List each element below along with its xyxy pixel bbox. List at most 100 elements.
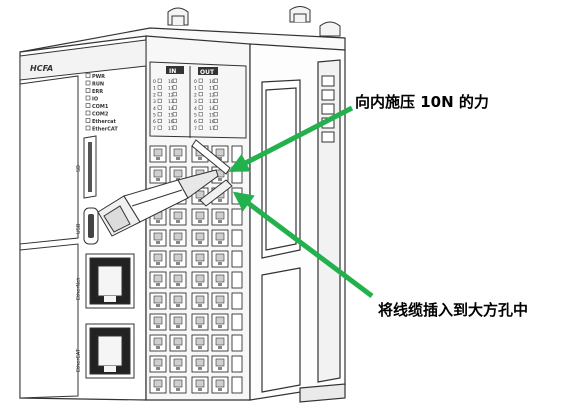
terminal-release-lever[interactable] [156, 157, 160, 160]
terminal-slot[interactable] [231, 292, 243, 310]
terminal-release-lever[interactable] [218, 178, 222, 181]
terminal-release-lever[interactable] [218, 304, 222, 307]
terminal-release-lever[interactable] [218, 325, 222, 328]
brand-plate [19, 39, 147, 81]
terminal-hole[interactable] [153, 358, 163, 367]
terminal-release-lever[interactable] [198, 325, 202, 328]
terminal-hole[interactable] [195, 190, 205, 199]
terminal-release-lever[interactable] [218, 262, 222, 265]
terminal-hole[interactable] [153, 295, 163, 304]
terminal-release-lever[interactable] [156, 346, 160, 349]
top-cover-panel[interactable] [19, 75, 79, 245]
terminal-release-lever[interactable] [176, 325, 180, 328]
terminal-release-lever[interactable] [218, 220, 222, 223]
terminal-hole[interactable] [173, 211, 183, 220]
terminal-hole[interactable] [215, 232, 225, 241]
terminal-hole[interactable] [173, 337, 183, 346]
terminal-release-lever[interactable] [176, 283, 180, 286]
terminal-hole[interactable] [173, 232, 183, 241]
terminal-hole[interactable] [195, 274, 205, 283]
terminal-slot[interactable] [231, 208, 243, 226]
terminal-hole[interactable] [195, 253, 205, 262]
io-channel-label: 12 [168, 92, 174, 98]
terminal-hole[interactable] [195, 358, 205, 367]
terminal-hole[interactable] [153, 316, 163, 325]
terminal-hole[interactable] [195, 316, 205, 325]
terminal-release-lever[interactable] [176, 346, 180, 349]
terminal-release-lever[interactable] [156, 304, 160, 307]
terminal-release-lever[interactable] [218, 367, 222, 370]
terminal-release-lever[interactable] [176, 388, 180, 391]
terminal-hole[interactable] [215, 253, 225, 262]
terminal-hole[interactable] [153, 274, 163, 283]
terminal-hole[interactable] [153, 148, 163, 157]
terminal-release-lever[interactable] [218, 157, 222, 160]
terminal-release-lever[interactable] [218, 346, 222, 349]
terminal-hole[interactable] [215, 274, 225, 283]
terminal-hole[interactable] [173, 379, 183, 388]
terminal-release-lever[interactable] [218, 283, 222, 286]
terminal-hole[interactable] [215, 148, 225, 157]
terminal-hole[interactable] [195, 379, 205, 388]
terminal-release-lever[interactable] [156, 241, 160, 244]
terminal-hole[interactable] [215, 358, 225, 367]
terminal-hole[interactable] [173, 316, 183, 325]
terminal-release-lever[interactable] [218, 241, 222, 244]
terminal-release-lever[interactable] [156, 178, 160, 181]
terminal-hole[interactable] [195, 211, 205, 220]
terminal-hole[interactable] [173, 295, 183, 304]
ethercat-port-2[interactable] [85, 323, 135, 379]
terminal-hole[interactable] [153, 253, 163, 262]
terminal-hole[interactable] [153, 337, 163, 346]
terminal-release-lever[interactable] [176, 262, 180, 265]
terminal-hole[interactable] [173, 148, 183, 157]
terminal-release-lever[interactable] [198, 262, 202, 265]
terminal-release-lever[interactable] [218, 388, 222, 391]
terminal-hole[interactable] [173, 169, 183, 178]
terminal-release-lever[interactable] [156, 367, 160, 370]
terminal-release-lever[interactable] [218, 199, 222, 202]
terminal-hole[interactable] [173, 358, 183, 367]
terminal-slot[interactable] [231, 250, 243, 268]
terminal-release-lever[interactable] [198, 304, 202, 307]
terminal-hole[interactable] [153, 379, 163, 388]
terminal-hole[interactable] [215, 337, 225, 346]
terminal-slot[interactable] [231, 355, 243, 373]
terminal-release-lever[interactable] [156, 283, 160, 286]
terminal-slot[interactable] [231, 271, 243, 289]
terminal-slot[interactable] [231, 334, 243, 352]
terminal-hole[interactable] [173, 253, 183, 262]
terminal-hole[interactable] [195, 337, 205, 346]
terminal-slot[interactable] [231, 313, 243, 331]
terminal-hole[interactable] [153, 232, 163, 241]
terminal-release-lever[interactable] [176, 241, 180, 244]
terminal-hole[interactable] [173, 274, 183, 283]
terminal-slot[interactable] [231, 229, 243, 247]
terminal-release-lever[interactable] [198, 367, 202, 370]
terminal-hole[interactable] [153, 169, 163, 178]
terminal-release-lever[interactable] [198, 346, 202, 349]
terminal-release-lever[interactable] [176, 220, 180, 223]
terminal-hole[interactable] [195, 232, 205, 241]
terminal-hole[interactable] [215, 379, 225, 388]
terminal-slot[interactable] [231, 145, 243, 163]
terminal-release-lever[interactable] [198, 157, 202, 160]
terminal-slot[interactable] [231, 376, 243, 394]
terminal-hole[interactable] [195, 295, 205, 304]
bottom-cover-panel[interactable] [19, 243, 79, 399]
terminal-release-lever[interactable] [176, 304, 180, 307]
terminal-release-lever[interactable] [156, 262, 160, 265]
terminal-release-lever[interactable] [198, 283, 202, 286]
terminal-hole[interactable] [215, 211, 225, 220]
terminal-release-lever[interactable] [156, 388, 160, 391]
terminal-release-lever[interactable] [156, 220, 160, 223]
terminal-hole[interactable] [215, 295, 225, 304]
terminal-release-lever[interactable] [156, 325, 160, 328]
terminal-hole[interactable] [215, 316, 225, 325]
terminal-release-lever[interactable] [176, 157, 180, 160]
ethernet-port-1[interactable] [85, 253, 135, 309]
terminal-release-lever[interactable] [176, 367, 180, 370]
terminal-release-lever[interactable] [198, 241, 202, 244]
terminal-release-lever[interactable] [198, 220, 202, 223]
terminal-release-lever[interactable] [198, 388, 202, 391]
